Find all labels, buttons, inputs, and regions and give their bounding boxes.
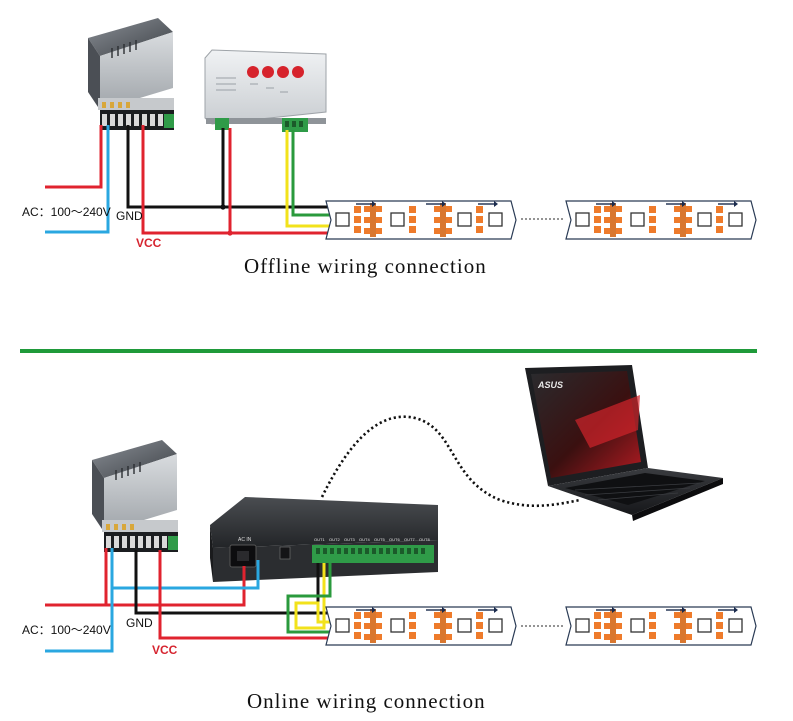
ac-wire-blue [45, 125, 110, 234]
output-label: OUT3 [344, 537, 355, 542]
vcc-wire [158, 550, 330, 640]
controller-port-label: AC IN [238, 537, 252, 543]
output-label: OUT8 [419, 537, 430, 542]
network-cable-icon [320, 415, 581, 508]
network-controller-icon: AC IN OUT1 OUT2 OUT3 OUT4 OUT5 [210, 497, 438, 582]
online-gnd-label: GND [126, 616, 153, 630]
sd-controller-icon [204, 49, 327, 132]
gnd-wire [126, 125, 330, 209]
online-caption: Online wiring connection [247, 689, 486, 713]
output-label: OUT5 [374, 537, 385, 542]
offline-gnd-label: GND [116, 209, 143, 223]
section-separator [20, 349, 757, 353]
offline-caption: Offline wiring connection [244, 254, 487, 278]
data-wires [285, 130, 330, 228]
ac-wire-red [45, 548, 246, 607]
ac-wire-red [45, 125, 103, 189]
output-label: OUT6 [389, 537, 400, 542]
laptop-icon: ASUS [525, 365, 723, 521]
power-supply-icon [87, 17, 175, 131]
offline-section: AC：100～240V GND VCC [22, 17, 757, 250]
controller-output-labels: OUT1 OUT2 OUT3 OUT4 OUT5 OUT6 OUT7 OUT8 [314, 537, 430, 542]
output-label: OUT4 [359, 537, 370, 542]
led-strip-icon [325, 200, 757, 240]
online-ac-label: AC：100～240V [22, 623, 111, 637]
online-vcc-label: VCC [152, 643, 178, 657]
output-label: OUT1 [314, 537, 325, 542]
data-wires [286, 563, 332, 634]
offline-vcc-label: VCC [136, 236, 162, 250]
power-supply-icon [91, 439, 179, 553]
online-section: AC IN OUT1 OUT2 OUT3 OUT4 OUT5 [22, 365, 757, 657]
laptop-brand-label: ASUS [537, 380, 563, 390]
vcc-wire [141, 125, 330, 236]
led-strip-icon [325, 606, 757, 646]
output-label: OUT2 [329, 537, 340, 542]
offline-ac-label: AC：100～240V [22, 205, 111, 219]
output-label: OUT7 [404, 537, 415, 542]
